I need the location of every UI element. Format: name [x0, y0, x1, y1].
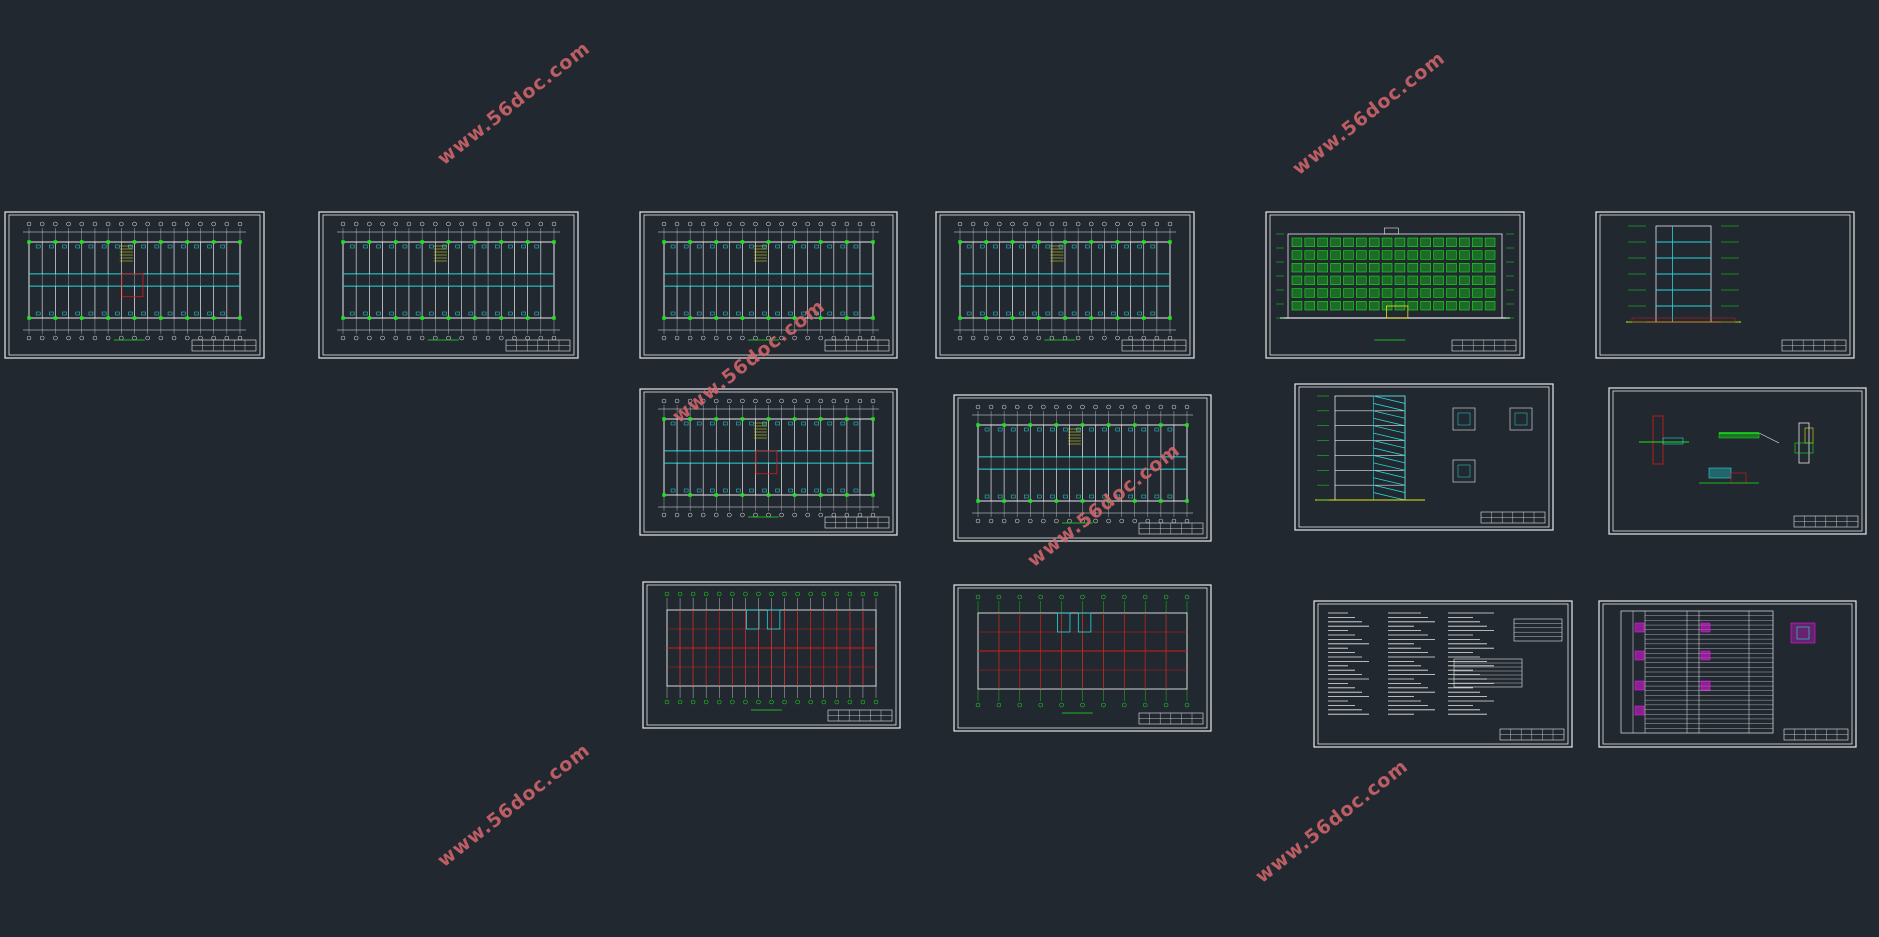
drawing-sheet-elevation-front[interactable]: [1265, 211, 1525, 359]
drawing-sheet-floor-plan-2[interactable]: [318, 211, 579, 359]
drawing-sheet-stair-section[interactable]: [1294, 383, 1554, 531]
drawing-sheet-floor-plan-4[interactable]: [935, 211, 1195, 359]
drawing-sheet-floor-plan-5[interactable]: [639, 388, 898, 536]
drawing-sheet-roof-plan-1[interactable]: [642, 581, 901, 729]
drawing-sheet-roof-plan-2[interactable]: [953, 584, 1212, 732]
drawing-sheet-node-details[interactable]: [1608, 387, 1867, 535]
drawing-sheet-design-notes[interactable]: [1313, 600, 1573, 748]
drawing-sheet-section-side[interactable]: [1595, 211, 1855, 359]
drawing-sheet-floor-plan-6[interactable]: [953, 394, 1212, 542]
drawing-sheet-schedule-table[interactable]: [1598, 600, 1857, 748]
drawing-sheet-floor-plan-3[interactable]: [639, 211, 898, 359]
drawing-sheet-floor-plan-1[interactable]: [4, 211, 265, 359]
